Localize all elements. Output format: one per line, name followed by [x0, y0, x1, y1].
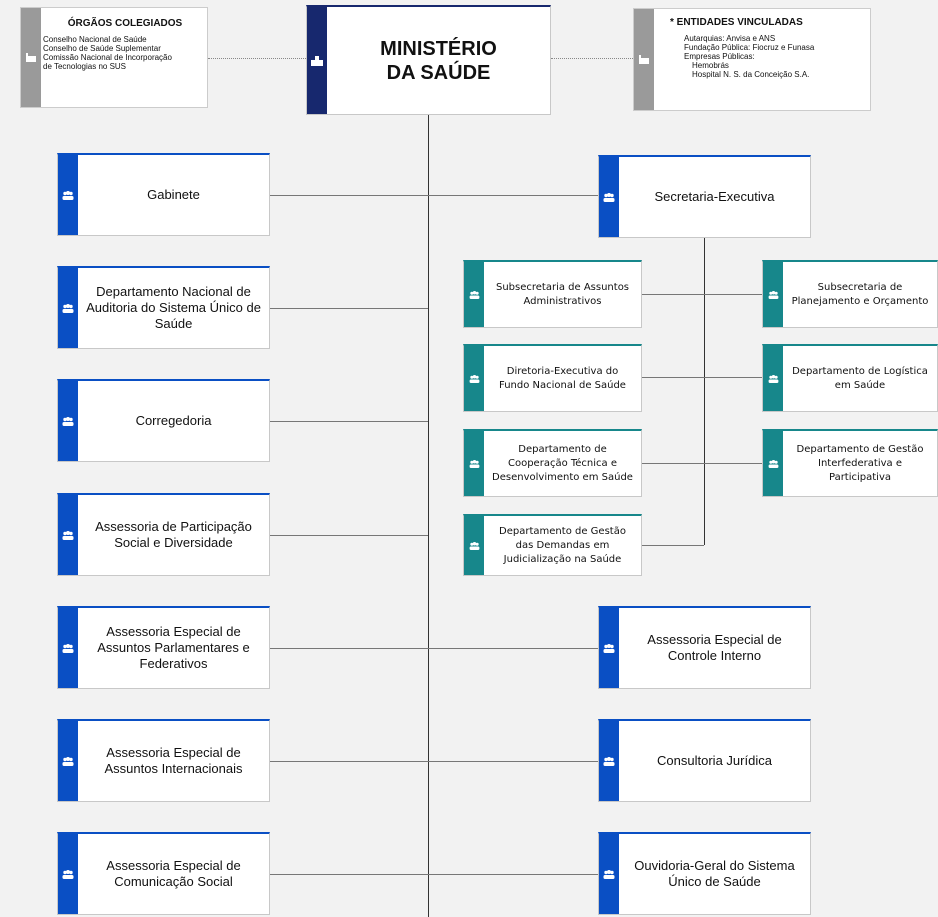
ministerio-box: MINISTÉRIO DA SAÚDE	[306, 5, 551, 115]
orgaos-item: Comissão Nacional de Incorporação	[43, 53, 172, 62]
people-group-icon	[62, 416, 74, 426]
unit-aesi: Assessoria Especial de Assuntos Internac…	[57, 719, 270, 802]
unit-label: Assessoria Especial de Comunicação Socia…	[106, 858, 241, 889]
orgaos-item: de Tecnologias no SUS	[43, 62, 127, 71]
connector-corregedoria	[270, 421, 428, 422]
unit-label: Gabinete	[147, 187, 200, 202]
people-group-icon	[469, 459, 480, 468]
building-icon	[311, 55, 323, 66]
connector-row7	[270, 874, 598, 875]
unit-label: Departamento de Gestão Interfederativa e…	[796, 443, 924, 483]
unit-corregedoria: Corregedoria	[57, 379, 270, 462]
se-connector-4	[642, 545, 704, 546]
se-trunk-line	[704, 237, 705, 545]
se-unit-dlog: Departamento de Logística em Saúde	[762, 344, 938, 412]
unit-label: Subsecretaria de Planejamento e Orçament…	[791, 281, 929, 307]
entidades-item: Hospital N. S. da Conceição S.A.	[692, 70, 810, 79]
unit-label: Secretaria-Executiva	[654, 189, 775, 204]
se-unit-dgdjs: Departamento de Gestão das Demandas em J…	[463, 514, 642, 576]
people-group-icon	[62, 756, 74, 766]
unit-label: Assessoria de Participação Social e Dive…	[95, 519, 252, 550]
people-group-icon	[603, 869, 615, 879]
connector-denasus	[270, 308, 428, 309]
unit-gabinete: Gabinete	[57, 153, 270, 236]
orgaos-title: ÓRGÃOS COLEGIADOS	[67, 18, 183, 29]
building-icon	[26, 52, 36, 63]
unit-aeci: Assessoria Especial de Controle Interno	[598, 606, 811, 689]
people-group-icon	[603, 643, 615, 653]
orgaos-item: Conselho de Saúde Suplementar	[43, 44, 161, 53]
unit-aspsd: Assessoria de Participação Social e Dive…	[57, 493, 270, 576]
people-group-icon	[768, 290, 779, 299]
unit-secretaria-executiva: Secretaria-Executiva	[598, 155, 811, 238]
people-group-icon	[469, 290, 480, 299]
unit-label: Consultoria Jurídica	[657, 753, 772, 768]
unit-label: Departamento de Gestão das Demandas em J…	[499, 525, 626, 565]
se-unit-ssaa: Subsecretaria de Assuntos Administrativo…	[463, 260, 642, 328]
unit-label: Departamento de Logística em Saúde	[792, 365, 928, 391]
main-trunk-line	[428, 115, 429, 917]
people-group-icon	[603, 756, 615, 766]
entidades-item: Hemobrás	[692, 61, 729, 70]
se-connector-1	[642, 294, 762, 295]
people-group-icon	[768, 459, 779, 468]
unit-aespf: Assessoria Especial de Assuntos Parlamen…	[57, 606, 270, 689]
unit-conjur: Consultoria Jurídica	[598, 719, 811, 802]
entidades-item: Empresas Públicas:	[684, 52, 755, 61]
se-connector-3	[642, 463, 762, 464]
unit-label: Departamento Nacional de Auditoria do Si…	[86, 284, 261, 331]
people-group-icon	[62, 869, 74, 879]
unit-label: Assessoria Especial de Controle Interno	[647, 632, 782, 663]
orgaos-colegiados-box: ÓRGÃOS COLEGIADOS Conselho Nacional de S…	[20, 7, 208, 108]
people-group-icon	[62, 643, 74, 653]
se-unit-dgip: Departamento de Gestão Interfederativa e…	[762, 429, 938, 497]
unit-label: Assessoria Especial de Assuntos Internac…	[104, 745, 243, 776]
ministerio-strip	[307, 7, 327, 114]
connector-aspsd	[270, 535, 428, 536]
se-unit-dctds: Departamento de Cooperação Técnica e Des…	[463, 429, 642, 497]
dotted-connector-left	[208, 58, 306, 59]
se-unit-fns: Diretoria-Executiva do Fundo Nacional de…	[463, 344, 642, 412]
unit-label: Assessoria Especial de Assuntos Parlamen…	[97, 624, 250, 671]
unit-label: Subsecretaria de Assuntos Administrativo…	[495, 281, 630, 307]
people-group-icon	[603, 192, 615, 202]
se-connector-2	[642, 377, 762, 378]
people-group-icon	[469, 374, 480, 383]
orgaos-strip	[21, 8, 41, 107]
ministerio-title: MINISTÉRIO DA SAÚDE	[380, 37, 497, 84]
unit-label: Departamento de Cooperação Técnica e Des…	[492, 443, 633, 483]
unit-denasus: Departamento Nacional de Auditoria do Si…	[57, 266, 270, 349]
entidades-box: * ENTIDADES VINCULADAS Autarquias: Anvis…	[633, 8, 871, 111]
people-group-icon	[469, 541, 480, 550]
unit-ouvidoria: Ouvidoria-Geral do Sistema Único de Saúd…	[598, 832, 811, 915]
orgaos-item: Conselho Nacional de Saúde	[43, 35, 147, 44]
connector-row5	[270, 648, 598, 649]
people-group-icon	[768, 374, 779, 383]
unit-label: Ouvidoria-Geral do Sistema Único de Saúd…	[634, 858, 795, 889]
connector-gabinete-se	[270, 195, 598, 196]
people-group-icon	[62, 303, 74, 313]
connector-row6	[270, 761, 598, 762]
unit-label: Diretoria-Executiva do Fundo Nacional de…	[499, 365, 626, 391]
unit-label: Corregedoria	[135, 413, 212, 428]
entidades-strip	[634, 9, 654, 110]
se-unit-spo: Subsecretaria de Planejamento e Orçament…	[762, 260, 938, 328]
building-icon	[639, 54, 649, 65]
dotted-connector-right	[551, 58, 633, 59]
entidades-item: Fundação Pública: Fiocruz e Funasa	[684, 43, 815, 52]
people-group-icon	[62, 530, 74, 540]
entidades-item: Autarquias: Anvisa e ANS	[684, 34, 776, 43]
entidades-title: * ENTIDADES VINCULADAS	[670, 17, 803, 28]
people-group-icon	[62, 190, 74, 200]
unit-aecs: Assessoria Especial de Comunicação Socia…	[57, 832, 270, 915]
